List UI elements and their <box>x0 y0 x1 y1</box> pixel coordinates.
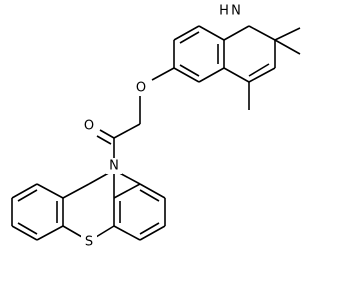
double-bond-inner <box>139 189 160 202</box>
carbonyl-oxygen-background <box>81 118 97 134</box>
nh-hydrogen-label: H <box>219 4 229 19</box>
linker-chain <box>96 67 175 158</box>
bond <box>198 25 225 41</box>
carbonyl-oxygen-label: O <box>84 119 94 134</box>
dihydropyridine-ring <box>223 25 276 83</box>
bond <box>139 225 166 241</box>
methyl-groups <box>248 27 301 110</box>
bond <box>248 25 276 41</box>
double-bond-inner <box>17 222 38 235</box>
bond <box>36 225 64 241</box>
atom-labels: H N O O N S <box>81 2 242 250</box>
sulfur-right-ring-bond <box>95 225 115 238</box>
bond <box>173 25 200 41</box>
phenothiazine-nitrogen-label: N <box>109 159 119 174</box>
double-bond-inner <box>17 189 38 202</box>
bond <box>11 183 38 199</box>
aryl-oxygen-bond <box>151 67 175 81</box>
ether-oxygen-background <box>133 80 149 96</box>
bond <box>139 183 166 199</box>
nitrogen-background <box>106 158 122 174</box>
nh-label-background <box>218 2 242 20</box>
bond <box>223 67 250 83</box>
left-ring-sulfur-bond <box>62 225 83 238</box>
bond <box>198 67 225 83</box>
sulfur-background <box>81 234 97 250</box>
nh-nitrogen-label: N <box>231 4 241 19</box>
bond <box>62 183 90 199</box>
ether-oxygen-label: O <box>136 81 146 96</box>
phenothiazine-left-ring <box>11 183 90 241</box>
sulfur-label: S <box>85 235 93 250</box>
bond <box>113 183 141 199</box>
bond <box>36 183 64 199</box>
double-bond-inner <box>179 64 200 77</box>
double-bond-inner <box>179 31 200 44</box>
quinoline-aromatic-ring <box>173 25 225 83</box>
bond <box>11 225 38 241</box>
bond <box>248 67 276 83</box>
methylene-carbonyl-bond <box>113 123 141 139</box>
thiazine-ring <box>62 169 115 238</box>
bond <box>173 67 200 83</box>
double-bond-inner <box>248 63 270 77</box>
carbonyl-bond-inner <box>96 135 112 145</box>
bond <box>223 25 250 41</box>
carbonyl-bond-outer <box>99 129 115 139</box>
double-bond-inner <box>139 222 160 235</box>
phenothiazine-right-ring <box>113 169 166 241</box>
bond <box>113 225 141 241</box>
gem-methyl-bond-lower <box>274 39 301 55</box>
gem-methyl-bond-upper <box>274 27 301 41</box>
